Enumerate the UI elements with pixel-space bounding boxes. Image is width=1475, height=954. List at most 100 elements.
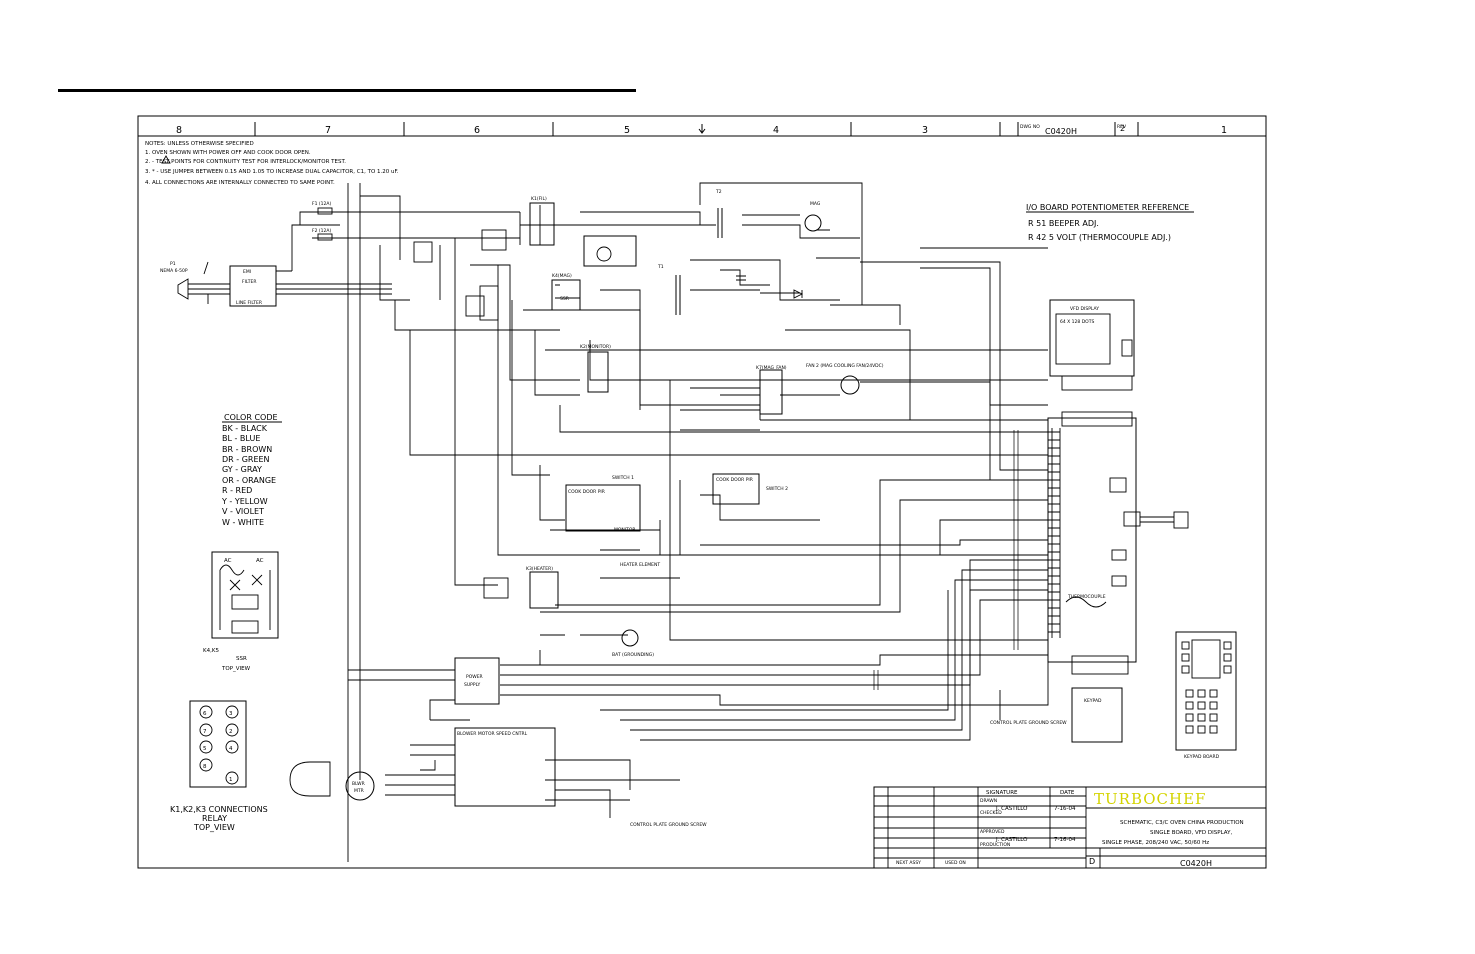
- drawn-date: 7-16-04: [1054, 806, 1076, 812]
- column-6: 6: [474, 125, 480, 136]
- relay-caption-3: TOP_VIEW: [193, 823, 235, 832]
- relay-pin: 7: [203, 729, 207, 735]
- center-arrow-icon: [698, 124, 706, 134]
- power-supply-label: POWER: [466, 674, 483, 680]
- title-line-3: SINGLE PHASE, 208/240 VAC, 50/60 Hz: [1102, 840, 1209, 846]
- ssr-ac-right: AC: [256, 558, 264, 564]
- column-5: 5: [624, 125, 630, 136]
- color-code-item: V - VIOLET: [222, 507, 264, 516]
- signature-header: SIGNATURE: [986, 790, 1018, 796]
- color-code-item: GY - GRAY: [222, 465, 262, 474]
- date-header: DATE: [1060, 790, 1075, 796]
- wiring: [177, 182, 1049, 862]
- transformer-t1: [675, 275, 681, 315]
- company-logo: TURBOCHEF: [1094, 790, 1206, 808]
- interlock-switch-a: [413, 241, 433, 263]
- approved-by: J. CASTILLO: [995, 837, 1028, 843]
- vfd-size-label: 64 X 128 DOTS: [1060, 319, 1094, 325]
- blower-motor-label-2: MTR: [354, 788, 364, 794]
- color-code-item: W - WHITE: [222, 518, 264, 527]
- drawn-label: DRAWN: [980, 798, 997, 804]
- drawing-border: [137, 115, 1267, 869]
- relay-pin: 8: [203, 764, 207, 770]
- column-8: 8: [176, 125, 182, 136]
- pot-ref-line-1: R 51 BEEPER ADJ.: [1028, 219, 1099, 228]
- test-point-triangle-icon: [161, 155, 171, 164]
- t2-label: T2: [715, 189, 722, 195]
- color-code-item: DR - GREEN: [222, 455, 270, 464]
- blower-housing-icon: [289, 761, 331, 797]
- color-code-item: BL - BLUE: [222, 434, 260, 443]
- relay-caption-1: K1,K2,K3 CONNECTIONS: [170, 805, 268, 814]
- fan-2-icon: [840, 375, 860, 395]
- relay-caption-2: RELAY: [202, 814, 227, 823]
- column-2: 2: [1120, 124, 1125, 133]
- switch-1: [565, 484, 641, 532]
- color-code-item: Y - YELLOW: [221, 497, 268, 506]
- k4-label: K4(MAG): [552, 273, 572, 279]
- heater-element-label: HEATER ELEMENT: [620, 562, 660, 568]
- fuse-f1: [317, 207, 333, 215]
- ssr-caption-1: K4,K5: [203, 648, 219, 654]
- keypad-board-caption: KEYPAD BOARD: [1184, 754, 1220, 760]
- vfd-ribbon: [1061, 375, 1133, 391]
- emi-label: EMI: [243, 269, 251, 275]
- keypad-board-display: [1191, 639, 1221, 679]
- vfd-screen: [1055, 313, 1111, 365]
- bat-motor-icon: [621, 629, 639, 647]
- monitor-label: MONITOR: [614, 527, 636, 533]
- control-plate-label-1: CONTROL PLATE GROUND SCREW: [630, 822, 707, 828]
- color-code-list: BK - BLACK BL - BLUE BR - BROWN DR - GRE…: [221, 424, 276, 527]
- column-7: 7: [325, 125, 331, 136]
- test-box-2: [483, 577, 509, 599]
- pot-ref-line-2: R 42 5 VOLT (THERMOCOUPLE ADJ.): [1028, 233, 1171, 242]
- relay-pin: 4: [229, 746, 233, 752]
- color-code-item: R - RED: [222, 486, 252, 495]
- color-code-item: BR - BROWN: [222, 445, 272, 454]
- fan-2-label: FAN 2 (MAG COOLING FAN/24VDC): [806, 363, 884, 369]
- k3-label: K3(HEATER): [526, 566, 553, 572]
- color-code-item: OR - ORANGE: [222, 476, 276, 485]
- note-1: 1. OVEN SHOWN WITH POWER OFF AND COOK DO…: [145, 150, 311, 156]
- top-rule: [58, 89, 636, 92]
- size-value: D: [1089, 857, 1095, 866]
- blower-motor-control: [454, 727, 556, 807]
- ssr-label: SSR: [560, 296, 569, 302]
- relay-pin: 1: [229, 777, 233, 783]
- keypad-buttons: [1181, 641, 1232, 734]
- pot-ref-title: I/O BOARD POTENTIOMETER REFERENCE: [1026, 203, 1189, 212]
- io-board: [1047, 417, 1137, 663]
- keypad: [1071, 687, 1123, 743]
- note-2: 2. - TEST POINTS FOR CONTINUITY TEST FOR…: [145, 159, 346, 165]
- io-terminal-strip: [1048, 428, 1061, 638]
- checked-label: CHECKED: [980, 810, 1002, 816]
- switch-2: [712, 473, 760, 505]
- magnetron-icon: [804, 214, 822, 232]
- ssr-ac-left: AC: [224, 558, 232, 564]
- note-header: NOTES: UNLESS OTHERWISE SPECIFIED: [145, 141, 254, 147]
- relay-pin: 3: [229, 711, 233, 717]
- test-box-1: [481, 229, 507, 251]
- used-on-label: USED ON: [945, 860, 966, 866]
- relay-pin: 6: [203, 711, 207, 717]
- transformer-t2: [717, 208, 723, 238]
- dwg-no-value: C0420H: [1045, 127, 1077, 136]
- diode-icon: [793, 289, 804, 299]
- keypad-connector: [1071, 655, 1129, 675]
- cook-door-1-label: COOK DOOR PIR: [568, 489, 605, 495]
- relay-k4-ssr: [551, 279, 581, 311]
- relay-pin-view: 6 3 7 2 5 4 8 1 K1,K2,K3 CONNECTIONS REL…: [170, 700, 268, 832]
- components: P1 NEMA 6-50P EMI FILTER LINE FILTER F1 …: [160, 189, 1237, 828]
- k1-label: K1(FIL): [531, 196, 547, 202]
- emi-filter: [229, 265, 277, 307]
- color-code-title: COLOR CODE: [224, 413, 278, 422]
- title-line-2: SINGLE BOARD, VFD DISPLAY,: [1150, 830, 1232, 836]
- note-3: 3. * - USE JUMPER BETWEEN 0.15 AND 1.05 …: [145, 169, 399, 175]
- production-label: PRODUCTION: [980, 842, 1010, 848]
- column-3: 3: [922, 125, 928, 136]
- relay-pin: 2: [229, 729, 233, 735]
- interlock-switch-c: [479, 285, 499, 321]
- ssr-top-view: AC AC K4,K5 SSR TOP_VIEW: [203, 551, 279, 672]
- k2-label: K2(MONITOR): [580, 344, 611, 350]
